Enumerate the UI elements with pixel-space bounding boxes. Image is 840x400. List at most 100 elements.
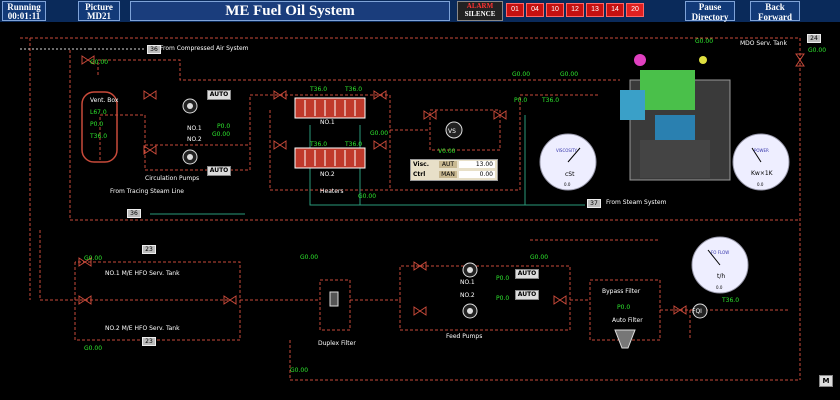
bypass-filter-label: Bypass Filter bbox=[602, 288, 641, 295]
viscosity-gauge bbox=[539, 133, 597, 191]
power-gauge-unit: Kw×1K bbox=[751, 170, 774, 177]
duplex-filter[interactable] bbox=[329, 291, 339, 307]
tag-36-left[interactable]: 36 bbox=[127, 209, 141, 218]
fo-flow-gauge bbox=[691, 236, 749, 294]
right-pressure-reading: P0.0 bbox=[514, 97, 527, 104]
pause-label: Pause bbox=[698, 2, 722, 12]
no2-hfo-tank-label: NO.2 M/E HFO Serv. Tank bbox=[105, 325, 180, 332]
fqi-meter[interactable] bbox=[692, 303, 708, 319]
visc-mode[interactable]: AUT bbox=[439, 161, 457, 168]
vent-level-reading: L67.0 bbox=[90, 109, 107, 116]
mdo-flow: G0.00 bbox=[808, 47, 826, 54]
heater-1[interactable] bbox=[294, 97, 366, 119]
back-label: Back bbox=[765, 2, 785, 12]
feed-flow: G0.00 bbox=[530, 254, 548, 261]
visc-row[interactable]: Visc. AUT 13.00 bbox=[411, 160, 497, 170]
tank2-flow: G0.00 bbox=[84, 345, 102, 352]
heater-1-label: NO.1 bbox=[320, 119, 335, 126]
auto-filter[interactable] bbox=[614, 329, 636, 349]
right-temp-reading: T36.0 bbox=[541, 97, 559, 104]
viscosity-gauge-unit: cSt bbox=[565, 171, 575, 178]
ctrl-value[interactable]: 0.00 bbox=[459, 171, 495, 178]
viscosity-value-reading: V0.00 bbox=[438, 148, 456, 155]
circulation-pump-2[interactable] bbox=[182, 149, 198, 165]
air-flow-reading: G0.00 bbox=[90, 59, 108, 66]
alarm-code[interactable]: 04 bbox=[526, 3, 544, 17]
alarm-code[interactable]: 20 bbox=[626, 3, 644, 17]
circ-pump-1-auto-button[interactable]: AUTO bbox=[207, 90, 231, 100]
circulation-pump-1[interactable] bbox=[182, 98, 198, 114]
feed-pumps-label: Feed Pumps bbox=[446, 333, 482, 340]
ctrl-row[interactable]: Ctrl MAN 0.00 bbox=[411, 170, 497, 180]
picture-label: Picture bbox=[85, 2, 113, 12]
circ-pump-2-label: NO.2 bbox=[187, 136, 202, 143]
heater1-in-temp: T36.0 bbox=[309, 86, 327, 93]
vent-pressure-reading: P0.0 bbox=[90, 121, 103, 128]
forward-label: Forward bbox=[758, 12, 792, 22]
visc-value[interactable]: 13.00 bbox=[459, 161, 495, 168]
heater2-flow: G0.00 bbox=[358, 193, 376, 200]
back-forward-button[interactable]: Back Forward bbox=[750, 1, 800, 22]
main-engine[interactable] bbox=[620, 54, 731, 181]
heater-2[interactable] bbox=[294, 147, 366, 169]
alarm-label: ALARM bbox=[466, 2, 494, 10]
vent-box bbox=[81, 91, 118, 163]
pause-directory-button[interactable]: Pause Directory bbox=[685, 1, 735, 22]
power-gauge-title: POWER bbox=[754, 148, 769, 153]
circulation-pumps-label: Circulation Pumps bbox=[145, 175, 199, 182]
viscosity-gauge-title: VISCOSITY bbox=[556, 148, 578, 153]
feed-pump-1-auto-button[interactable]: AUTO bbox=[515, 269, 539, 279]
heater1-flow: G0.00 bbox=[370, 130, 388, 137]
circ-pump-2-auto-button[interactable]: AUTO bbox=[207, 166, 231, 176]
feed1-pressure: P0.0 bbox=[496, 275, 509, 282]
tag-37[interactable]: 37 bbox=[587, 199, 601, 208]
heater-coils bbox=[304, 100, 356, 166]
alarm-code[interactable]: 12 bbox=[566, 3, 584, 17]
silence-label: SILENCE bbox=[464, 10, 496, 18]
heater2-in-temp: T36.0 bbox=[309, 141, 327, 148]
directory-label: Directory bbox=[691, 12, 729, 22]
flow-reading: G0.00 bbox=[560, 71, 578, 78]
alarm-code[interactable]: 14 bbox=[606, 3, 624, 17]
viscosity-gauge-zero: 0.0 bbox=[564, 182, 571, 187]
m-button[interactable]: M bbox=[819, 375, 833, 387]
alarm-code[interactable]: 10 bbox=[546, 3, 564, 17]
running-time: 00:01:11 bbox=[7, 11, 41, 21]
circ-pressure-reading: P0.0 bbox=[217, 123, 230, 130]
tag-23-bottom[interactable]: 23 bbox=[142, 337, 156, 346]
feed-pump-1-label: NO.1 bbox=[460, 279, 475, 286]
from-tracing-steam-label: From Tracing Steam Line bbox=[110, 188, 184, 195]
power-gauge bbox=[732, 133, 790, 191]
alarm-code[interactable]: 01 bbox=[506, 3, 524, 17]
flow-reading: G0.00 bbox=[512, 71, 530, 78]
feed-pump-1[interactable] bbox=[462, 262, 478, 278]
from-steam-system-label: From Steam System bbox=[606, 199, 667, 206]
tag-36-top[interactable]: 36 bbox=[147, 45, 161, 54]
vent-temp-reading: T36.0 bbox=[89, 133, 107, 140]
viscosity-control-panel: Visc. AUT 13.00 Ctrl MAN 0.00 bbox=[410, 159, 498, 181]
feed-pump-2-auto-button[interactable]: AUTO bbox=[515, 290, 539, 300]
no1-hfo-tank-label: NO.1 M/E HFO Serv. Tank bbox=[105, 270, 180, 277]
power-gauge-zero: 0.0 bbox=[757, 182, 764, 187]
page-title: ME Fuel Oil System bbox=[130, 1, 450, 21]
feed-pump-2[interactable] bbox=[462, 303, 478, 319]
vent-box-label: Vent. Box bbox=[90, 97, 119, 104]
bypass-pressure: P0.0 bbox=[617, 304, 630, 311]
tag-23-top[interactable]: 23 bbox=[142, 245, 156, 254]
alarm-silence-button[interactable]: ALARM SILENCE bbox=[457, 1, 503, 21]
viscosity-sensor[interactable] bbox=[445, 121, 463, 139]
tank1-flow: G0.00 bbox=[84, 255, 102, 262]
circ-pump-1-label: NO.1 bbox=[187, 125, 202, 132]
fqi-label: FQI bbox=[692, 308, 702, 315]
circ-flow-reading: G0.00 bbox=[212, 131, 230, 138]
mdo-serv-tank-label: MDO Serv. Tank bbox=[740, 40, 787, 47]
ctrl-mode[interactable]: MAN bbox=[439, 171, 457, 178]
alarm-code-list: 01 04 10 12 13 14 20 bbox=[506, 3, 644, 17]
heater-2-label: NO.2 bbox=[320, 171, 335, 178]
visc-label: Visc. bbox=[413, 161, 430, 168]
fuel-pipes bbox=[20, 37, 801, 381]
feed2-pressure: P0.0 bbox=[496, 295, 509, 302]
alarm-code[interactable]: 13 bbox=[586, 3, 604, 17]
heater2-out-temp: T36.0 bbox=[344, 141, 362, 148]
tag-24[interactable]: 24 bbox=[807, 34, 821, 43]
